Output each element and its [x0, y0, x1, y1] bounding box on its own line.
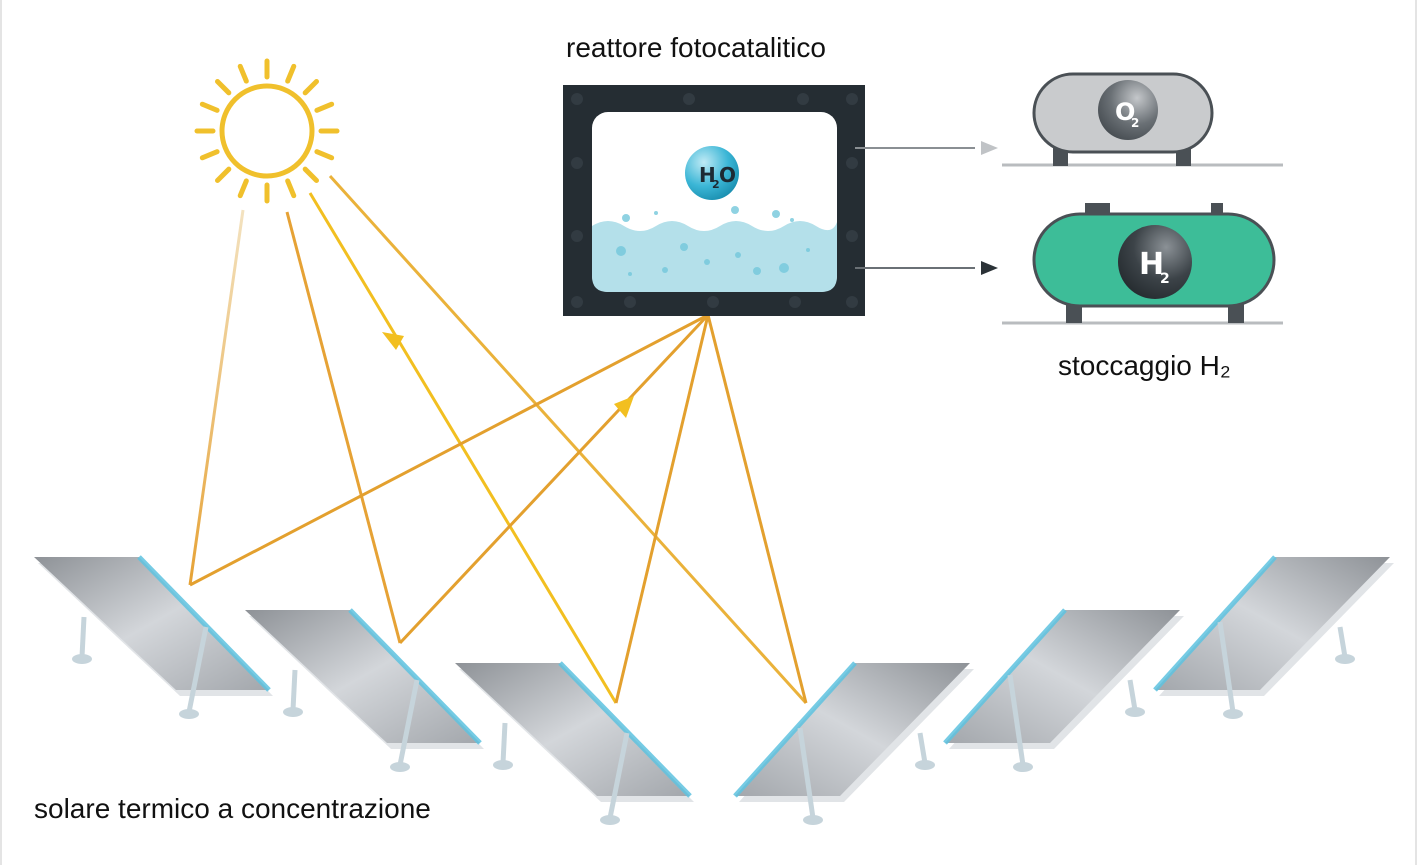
sun-ray	[199, 101, 220, 113]
rivet	[846, 230, 858, 242]
ray-reflected-2	[398, 313, 710, 645]
sun-ray	[199, 149, 220, 161]
rivet	[571, 157, 583, 169]
rivet	[846, 157, 858, 169]
sun-ray	[314, 149, 335, 161]
heliostat-field	[34, 555, 1394, 825]
ray-incident-4	[328, 174, 808, 705]
storage-label: stoccaggio H₂	[1058, 350, 1231, 381]
reflected-rays	[189, 313, 808, 704]
mirror-panel	[943, 608, 1184, 772]
water-molecule-icon: H 2 O	[685, 146, 739, 200]
ray-incident-3	[308, 192, 618, 704]
ray-incident-2	[285, 211, 402, 644]
rivet	[624, 296, 636, 308]
ray-reflected-1	[189, 313, 709, 587]
oxygen-output-arrow	[855, 141, 998, 155]
oxygen-tank: O 2	[1002, 72, 1283, 167]
svg-text:O: O	[1115, 98, 1135, 126]
svg-text:H: H	[1139, 247, 1164, 282]
sun-ray	[237, 63, 249, 84]
arrow-down-icon	[382, 332, 404, 350]
sun-ray	[302, 166, 319, 183]
rivet	[707, 296, 719, 308]
svg-text:H: H	[699, 163, 716, 187]
hydrogen-output-arrow	[855, 261, 998, 275]
sun-ray	[302, 79, 319, 96]
sun-ray	[215, 166, 232, 183]
mirror-panel	[733, 661, 974, 825]
solar-field-label: solare termico a concentrazione	[34, 793, 431, 824]
rivet	[571, 296, 583, 308]
ray-reflected-4	[706, 314, 808, 704]
mirror-panel	[455, 661, 694, 825]
svg-text:2: 2	[712, 178, 720, 191]
rivet	[571, 93, 583, 105]
rivet	[846, 93, 858, 105]
hydrogen-tank: H 2	[1002, 203, 1283, 325]
rivet	[797, 93, 809, 105]
sun-ray	[314, 101, 335, 113]
sun-ray	[285, 178, 297, 199]
ray-reflected-3	[614, 314, 710, 704]
rivet	[571, 230, 583, 242]
hydrogen-molecule-icon: H 2	[1118, 225, 1192, 299]
oxygen-molecule-icon: O 2	[1098, 80, 1158, 140]
arrow-up-icon	[614, 396, 634, 418]
svg-text:2: 2	[1131, 116, 1139, 130]
rivet	[683, 93, 695, 105]
sun-icon	[194, 58, 340, 204]
rivet	[846, 296, 858, 308]
sun-ray	[285, 63, 297, 84]
svg-text:O: O	[719, 163, 736, 187]
mirror-panel	[1153, 555, 1394, 719]
incident-rays	[188, 174, 808, 705]
sun-ray	[215, 79, 232, 96]
reactor-label: reattore fotocatalitico	[566, 32, 826, 63]
sun-ray	[237, 178, 249, 199]
svg-text:2: 2	[1160, 271, 1170, 287]
rivet	[789, 296, 801, 308]
mirror-panel	[245, 608, 484, 772]
photocatalytic-reactor: H 2 O	[563, 85, 865, 316]
mirror-panel	[34, 555, 273, 719]
ray-incident-1	[188, 209, 245, 586]
